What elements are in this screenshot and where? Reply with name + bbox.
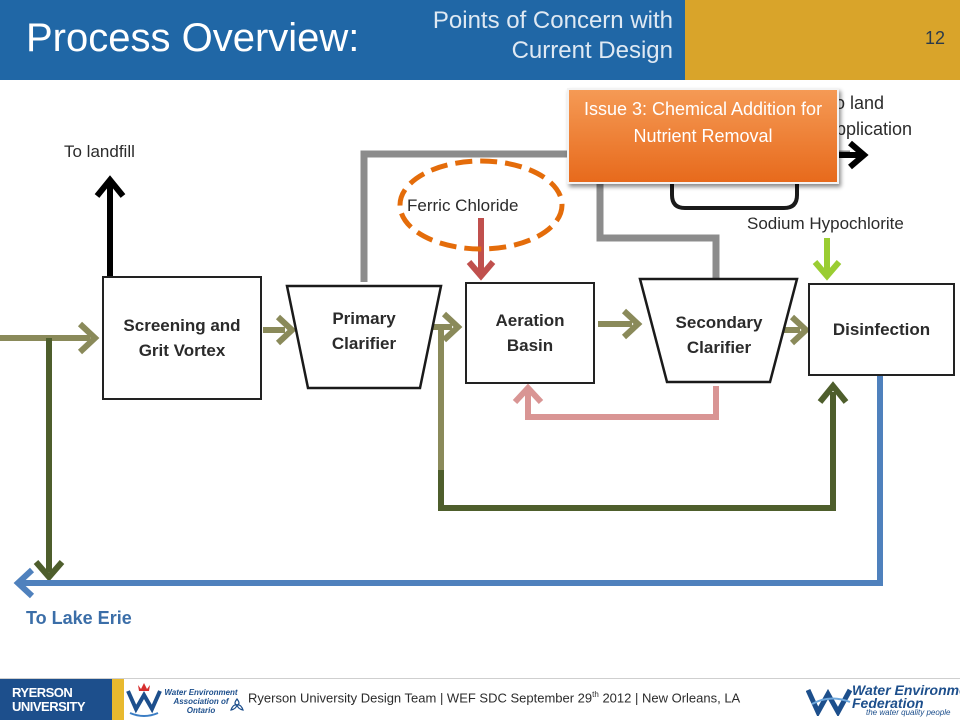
hypochlorite-dosing-arrowhead (812, 260, 842, 281)
ryerson-logo: RYERSON UNIVERSITY (0, 679, 112, 720)
wef-logo-text: Water Environment Federation (852, 682, 960, 711)
wef-logo-line-1: Water Environment (852, 682, 960, 698)
ras-line (525, 386, 719, 420)
weao-logo-text: Water Environment Association of Ontario (164, 688, 238, 715)
to-land-line-1: To land (826, 93, 885, 113)
wef-tagline: the water quality people (866, 708, 951, 717)
ryerson-logo-line-2: UNIVERSITY (12, 699, 86, 714)
disinfection-box: Disinfection (808, 283, 955, 376)
ras-arrowhead (512, 383, 544, 405)
influent-bypass-arrowhead (33, 560, 65, 582)
ferric-dosing-arrowhead (466, 260, 496, 281)
footer-caption-superscript: th (592, 690, 599, 699)
landfill-arrowhead (94, 175, 126, 198)
wef-logo-line-2: Federation (852, 695, 924, 711)
sodium-hypochlorite-label: Sodium Hypochlorite (747, 214, 904, 233)
footer-divider (0, 678, 960, 679)
land-application-arrowhead (848, 140, 869, 170)
screening-grit-label: Screening and Grit Vortex (123, 316, 241, 360)
footer-caption-end: 2012 | New Orleans, LA (598, 690, 741, 706)
wef-logo-icon (806, 688, 853, 716)
footer-caption: Ryerson University Design Team | WEF SDC… (248, 690, 740, 705)
flow-arrowhead-3 (621, 308, 643, 340)
ontario-trillium-icon (230, 698, 244, 711)
ryerson-logo-line-1: RYERSON (12, 685, 73, 700)
slide-title: Process Overview: (26, 16, 360, 60)
effluent-arrowhead (13, 567, 35, 599)
influent-arrowhead (77, 321, 100, 355)
ferric-highlight-ellipse (397, 158, 565, 252)
to-lake-erie-label: To Lake Erie (26, 608, 132, 628)
slide-subtitle: Points of Concern with Current Design (433, 6, 673, 66)
weao-logo-icon (126, 683, 162, 717)
issue-callout: Issue 3: Chemical Addition for Nutrient … (567, 88, 839, 184)
subtitle-line-2: Current Design (511, 37, 673, 64)
primary-clarifier-shape (285, 284, 443, 390)
secondary-clarifier-label: Secondary Clarifier (675, 313, 763, 357)
primary-clarifier-label: Primary Clarifier (331, 309, 397, 353)
to-land-application-label: To land application (826, 90, 912, 142)
flow-arrowhead-4 (789, 314, 811, 346)
primary-bypass-arrowhead (817, 381, 849, 404)
flow-arrowhead-1 (275, 314, 297, 346)
ryerson-logo-accent (112, 679, 124, 720)
screening-grit-box: Screening and Grit Vortex (102, 276, 262, 400)
secondary-clarifier-shape (638, 277, 799, 384)
subtitle-line-1: Points of Concern with (432, 7, 673, 34)
disinfection-label: Disinfection (832, 320, 931, 339)
to-land-line-2: application (826, 119, 913, 139)
effluent-line (22, 376, 883, 586)
sludge-loop (670, 150, 799, 210)
aeration-basin-label: Aeration Basin (495, 311, 565, 355)
secondary-sludge-line (596, 156, 720, 278)
header-accent (685, 0, 960, 80)
page-number: 12 (924, 28, 945, 48)
ferric-chloride-label: Ferric Chloride (407, 196, 519, 215)
to-landfill-label: To landfill (64, 142, 135, 161)
flow-arrowhead-2 (441, 311, 463, 343)
footer-caption-main: Ryerson University Design Team | WEF SDC… (248, 690, 593, 706)
aeration-basin-box: Aeration Basin (465, 282, 595, 384)
